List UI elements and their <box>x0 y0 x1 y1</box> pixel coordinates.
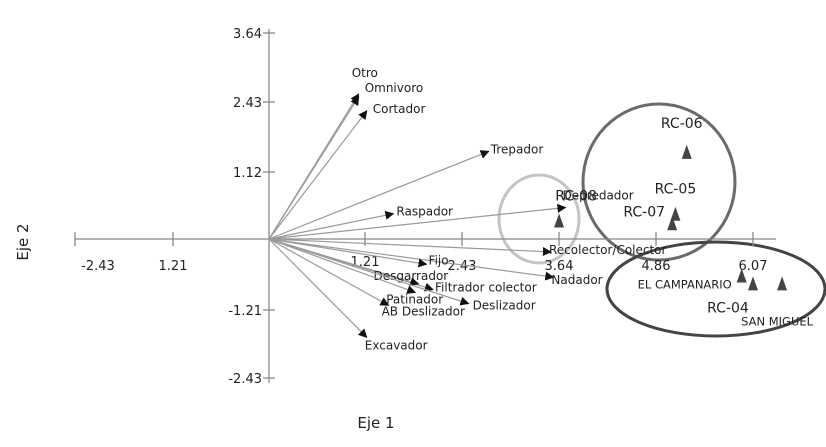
vector-arrow <box>268 238 552 257</box>
vector-arrow <box>268 238 555 281</box>
y-axis-label: Eje 2 <box>14 223 32 260</box>
vector-arrow <box>268 238 390 306</box>
vector-label: Raspador <box>396 205 453 219</box>
site-label: SAN MIGUEL <box>741 314 814 328</box>
vector-arrow <box>268 238 417 294</box>
site-marker <box>667 216 678 231</box>
site-marker <box>736 268 747 283</box>
vector-label: Recolector/Colector <box>549 243 667 257</box>
x-tick-label: 4.86 <box>642 259 671 274</box>
site-marker <box>554 213 565 228</box>
y-tick-label: 1.12 <box>233 166 262 181</box>
y-tick-label: -2.43 <box>228 372 262 387</box>
vector-label: Deslizador <box>473 299 536 313</box>
site-marker <box>747 276 758 291</box>
site-label: RC-04 <box>707 300 749 316</box>
vector-label: Nadador <box>551 273 602 287</box>
vector-arrow <box>268 238 470 306</box>
site-marker <box>681 144 692 159</box>
site-label: EL CAMPANARIO <box>638 278 732 292</box>
group-ellipse-rc05-06-07 <box>581 102 737 262</box>
vector-label: Omnivoro <box>365 81 424 95</box>
vector-label: Fijo <box>429 253 449 267</box>
x-axis-label: Eje 1 <box>357 414 394 432</box>
vector-label: Trepador <box>490 142 544 156</box>
x-tick-label: 2.43 <box>448 259 477 274</box>
vector-label: Depredador <box>563 189 634 203</box>
vector-label: Cortador <box>373 102 426 116</box>
vector-label: Patinador <box>386 292 443 306</box>
site-label: RC-07 <box>623 204 665 220</box>
vector-label: Filtrador colector <box>435 281 537 295</box>
x-tick-label: 3.64 <box>545 259 574 274</box>
y-tick-label: 2.43 <box>233 96 262 111</box>
site-label: RC-05 <box>655 182 697 198</box>
vector-arrow <box>268 210 395 240</box>
y-tick-label: -1.21 <box>228 304 262 319</box>
vector-arrow <box>268 238 428 268</box>
vector-arrow <box>268 150 490 240</box>
vector-arrow <box>268 96 360 240</box>
vector-arrow <box>268 110 368 240</box>
group-ellipse-rc08 <box>497 173 581 265</box>
y-ticks: 3.64 2.43 1.12 -1.21 -2.43 <box>228 27 275 387</box>
site-label: RC-08 <box>555 188 597 204</box>
vector-label: AB Deslizador <box>382 304 465 318</box>
group-ellipse-lower-sites <box>605 240 826 338</box>
vector-label: Excavador <box>365 338 428 352</box>
y-tick-label: 3.64 <box>233 27 262 42</box>
vector-arrow <box>268 203 567 240</box>
site-label: RC-06 <box>661 116 703 132</box>
site-marker <box>670 206 681 221</box>
x-tick-label: 1.21 <box>159 259 188 274</box>
vector-arrow <box>268 238 368 338</box>
vector-label: Otro <box>352 66 378 80</box>
site-marker <box>777 276 788 291</box>
x-tick-label: 6.07 <box>739 259 768 274</box>
x-tick-label: -2.43 <box>81 259 115 274</box>
